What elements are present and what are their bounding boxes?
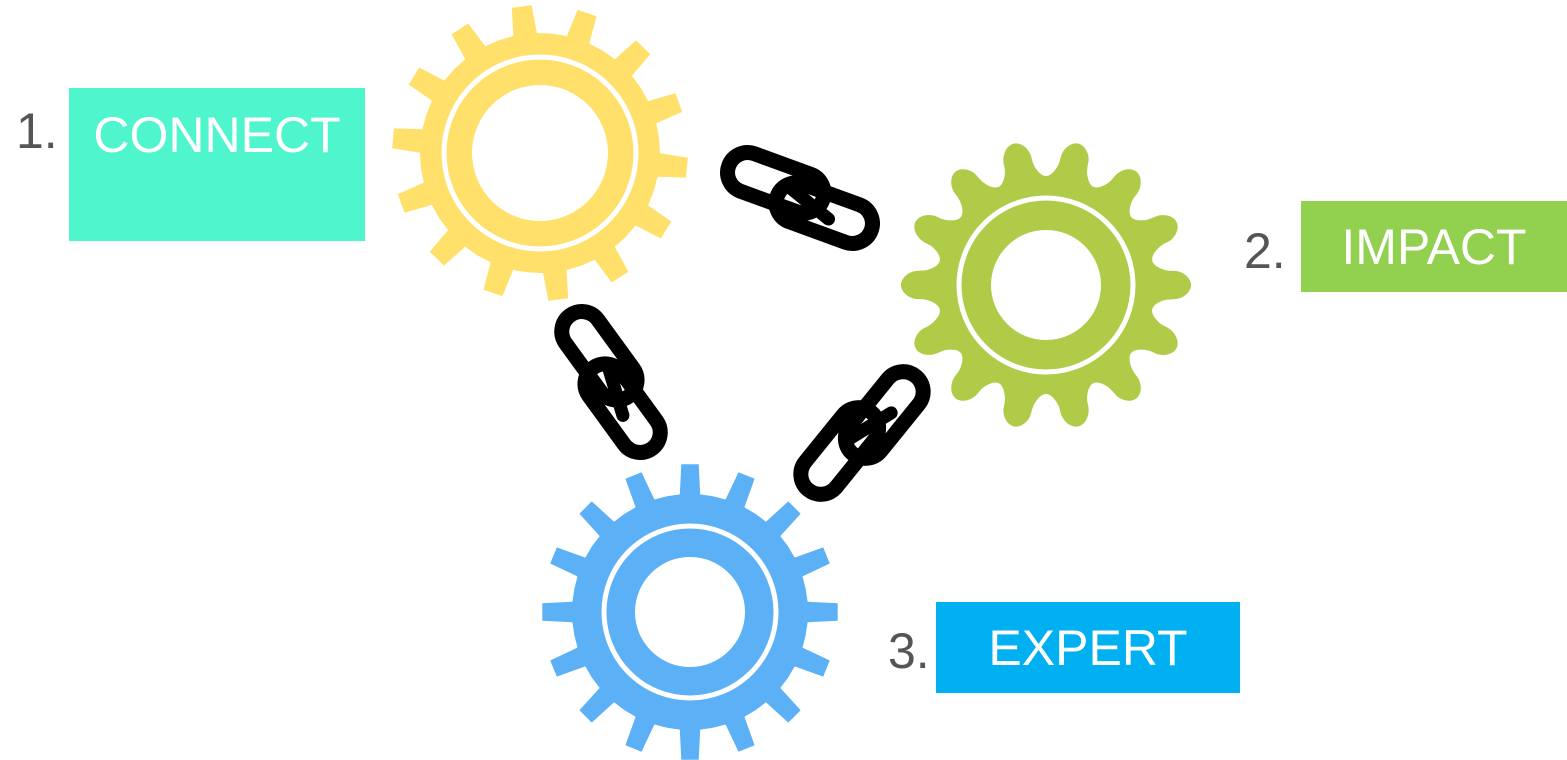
step-3-number: 3. (888, 623, 930, 679)
connect-label: CONNECT (93, 107, 341, 163)
chain-links (554, 145, 931, 502)
blue-gear-icon (542, 464, 838, 760)
chain-link-icon-right (793, 364, 931, 502)
step-1-number: 1. (16, 103, 58, 159)
chain-link-icon-left (554, 304, 668, 460)
yellow-gear-icon (392, 5, 688, 301)
expert-label-box: EXPERT (936, 602, 1240, 693)
expert-label: EXPERT (988, 619, 1188, 676)
connect-label-box: CONNECT (69, 88, 365, 241)
step-2-number: 2. (1244, 223, 1286, 279)
impact-label: IMPACT (1341, 218, 1527, 275)
chain-link-icon-top (720, 145, 880, 251)
green-gear-icon (901, 143, 1191, 427)
impact-label-box: IMPACT (1301, 201, 1567, 292)
